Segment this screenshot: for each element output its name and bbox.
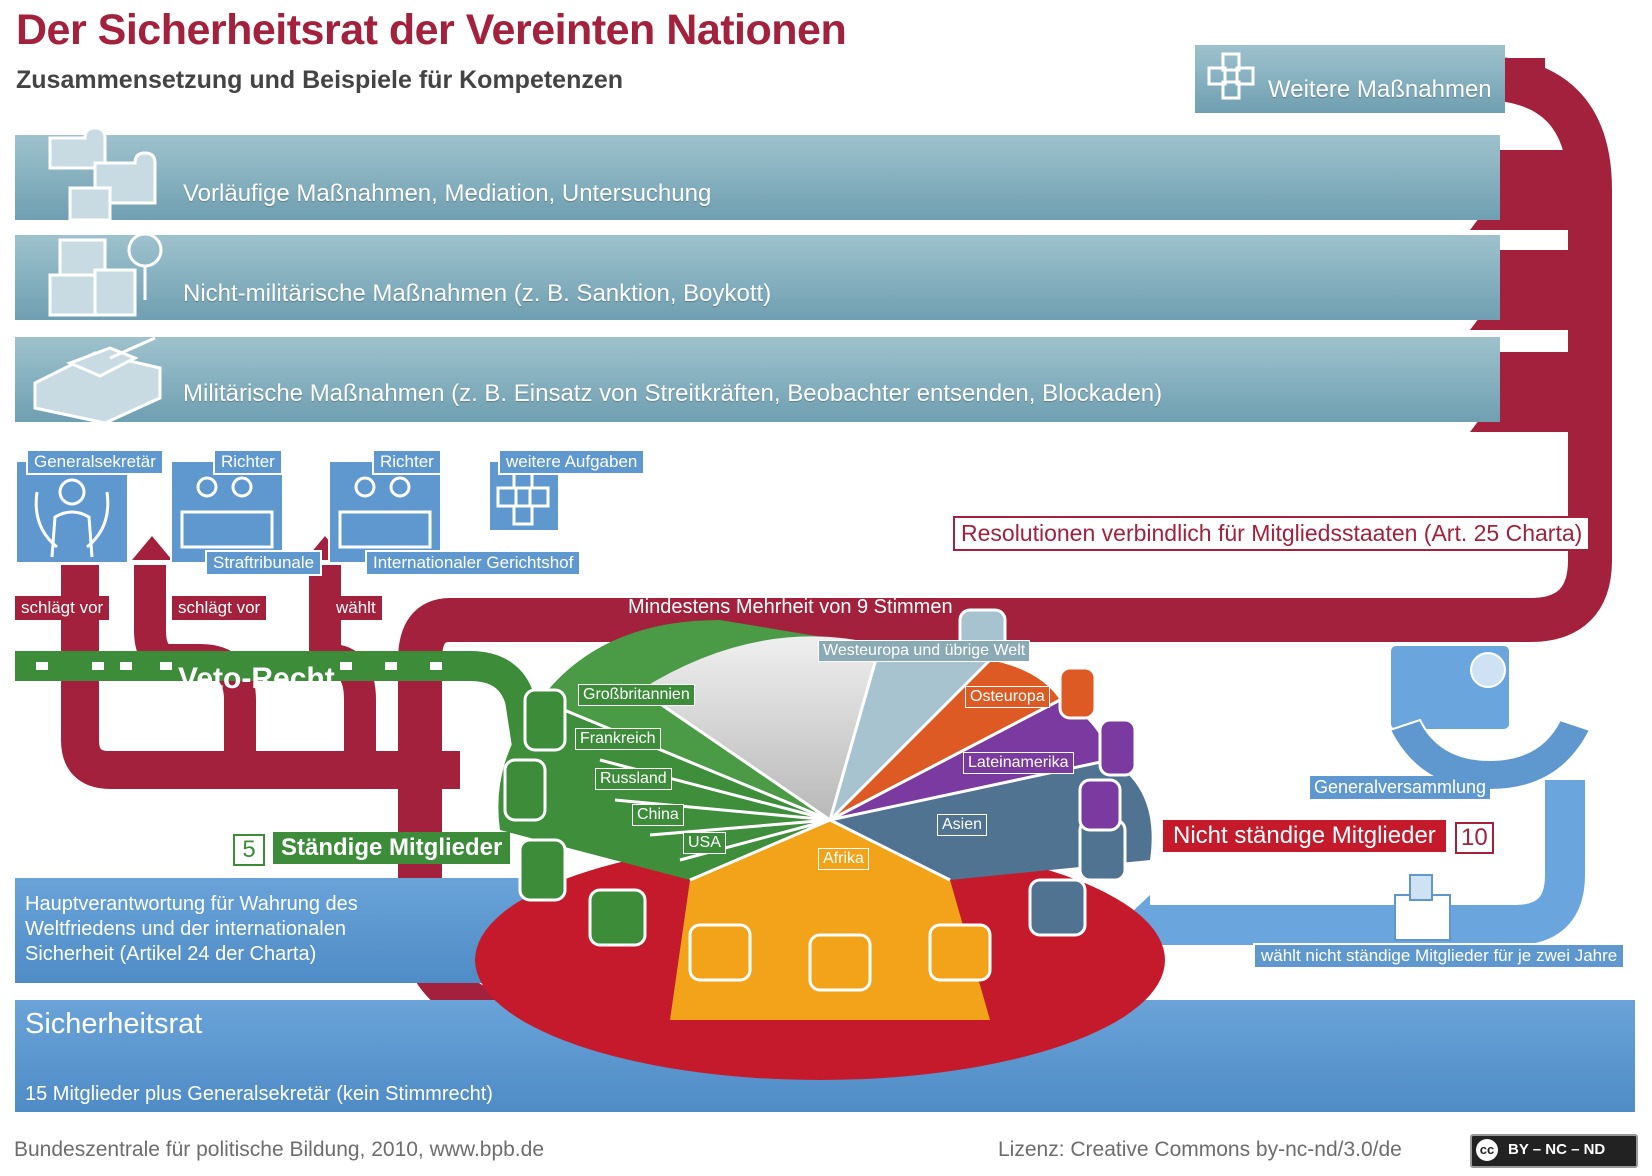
judges-icon-2 (338, 476, 432, 549)
role-straftribunale-card (170, 460, 284, 564)
cc-badge-text: BY – NC – ND (1508, 1141, 1606, 1158)
person-laurel-icon (34, 478, 110, 558)
measure-bands (15, 45, 1505, 422)
tank-icon (25, 328, 170, 428)
measure-nicht-militaerisch: Nicht-militärische Maßnahmen (z. B. Sank… (183, 280, 772, 307)
permanent-count: 5 (233, 834, 265, 866)
permanent-label: Ständige Mitglieder (273, 832, 511, 864)
action-schlaegt-vor-2: schlägt vor (172, 596, 267, 620)
region-westeuropa: Westeuropa und übrige Welt (818, 640, 1031, 662)
ballot-box-graphic (1394, 874, 1451, 941)
role-weitere-aufgaben: weitere Aufgaben (498, 449, 646, 475)
action-waehlt: wählt (330, 596, 382, 620)
role-straftribunale: Straftribunale (205, 550, 323, 576)
judges-icon (180, 476, 274, 549)
assembly-emblem (1388, 644, 1592, 792)
ballot-box-icon (1395, 875, 1450, 940)
action-schlaegt-vor-1: schlägt vor (15, 596, 110, 620)
region-afrika: Afrika (818, 848, 869, 870)
role-richter-1: Richter (213, 449, 283, 475)
responsibility-box (15, 878, 535, 983)
measure-militaerisch: Militärische Maßnahmen (z. B. Einsatz vo… (183, 380, 1163, 407)
action-veto: Veto-Recht (178, 662, 335, 695)
assembly-label: Generalversammlung (1310, 776, 1491, 799)
footer-license: Lizenz: Creative Commons by-nc-nd/3.0/de (998, 1138, 1402, 1161)
region-asien: Asien (937, 814, 988, 836)
responsibility-line-2: Weltfriedens und der internationalen (25, 918, 346, 940)
member-china: China (632, 804, 684, 826)
measure-vorlaeufig: Vorläufige Maßnahmen, Mediation, Untersu… (183, 180, 712, 207)
member-gb: Großbritannien (578, 684, 695, 706)
role-richter-2: Richter (372, 449, 442, 475)
region-lateinamerika: Lateinamerika (963, 752, 1074, 774)
page-title: Der Sicherheitsrat der Vereinten Natione… (16, 6, 847, 54)
nonpermanent-label: Nicht ständige Mitglieder (1163, 820, 1446, 852)
role-gerichtshof-card (328, 460, 442, 564)
role-generalsekretaer-card (15, 460, 129, 564)
responsibility-line-1: Hauptverantwortung für Wahrung des (25, 893, 358, 915)
boxes-magnifier-icon (45, 225, 165, 320)
action-mehrheit: Mindestens Mehrheit von 9 Stimmen (628, 596, 953, 618)
cross-blocks-icon (1205, 50, 1260, 105)
action-resolutionen: Resolutionen verbindlich für Mitgliedsst… (953, 516, 1591, 551)
council-title: Sicherheitsrat (25, 1008, 203, 1040)
cc-icon: cc (1476, 1139, 1498, 1161)
member-usa: USA (683, 832, 726, 854)
cc-license-badge: cc BY – NC – ND (1470, 1134, 1638, 1168)
member-frankreich: Frankreich (575, 728, 661, 750)
responsibility-text: Hauptverantwortung für Wahrung des Weltf… (25, 892, 358, 967)
role-generalsekretaer: Generalsekretär (26, 449, 164, 475)
assembly-flow (1150, 780, 1585, 945)
nonpermanent-count: 10 (1455, 822, 1494, 854)
assembly-action: wählt nicht ständige Mitglieder für je z… (1253, 943, 1626, 969)
role-gerichtshof: Internationaler Gerichtshof (365, 550, 582, 576)
region-osteuropa: Osteuropa (965, 686, 1050, 708)
measure-weitere: Weitere Maßnahmen (1268, 76, 1492, 103)
puzzle-icon (45, 126, 165, 223)
footer-source: Bundeszentrale für politische Bildung, 2… (14, 1138, 545, 1161)
veto-ribbon (15, 651, 555, 833)
page-subtitle: Zusammensetzung und Beispiele für Kompet… (16, 66, 624, 94)
member-russland: Russland (595, 768, 672, 790)
council-table (475, 608, 1165, 1080)
responsibility-line-3: Sicherheit (Artikel 24 der Charta) (25, 943, 317, 965)
council-desc: 15 Mitglieder plus Generalsekretär (kein… (25, 1083, 493, 1105)
